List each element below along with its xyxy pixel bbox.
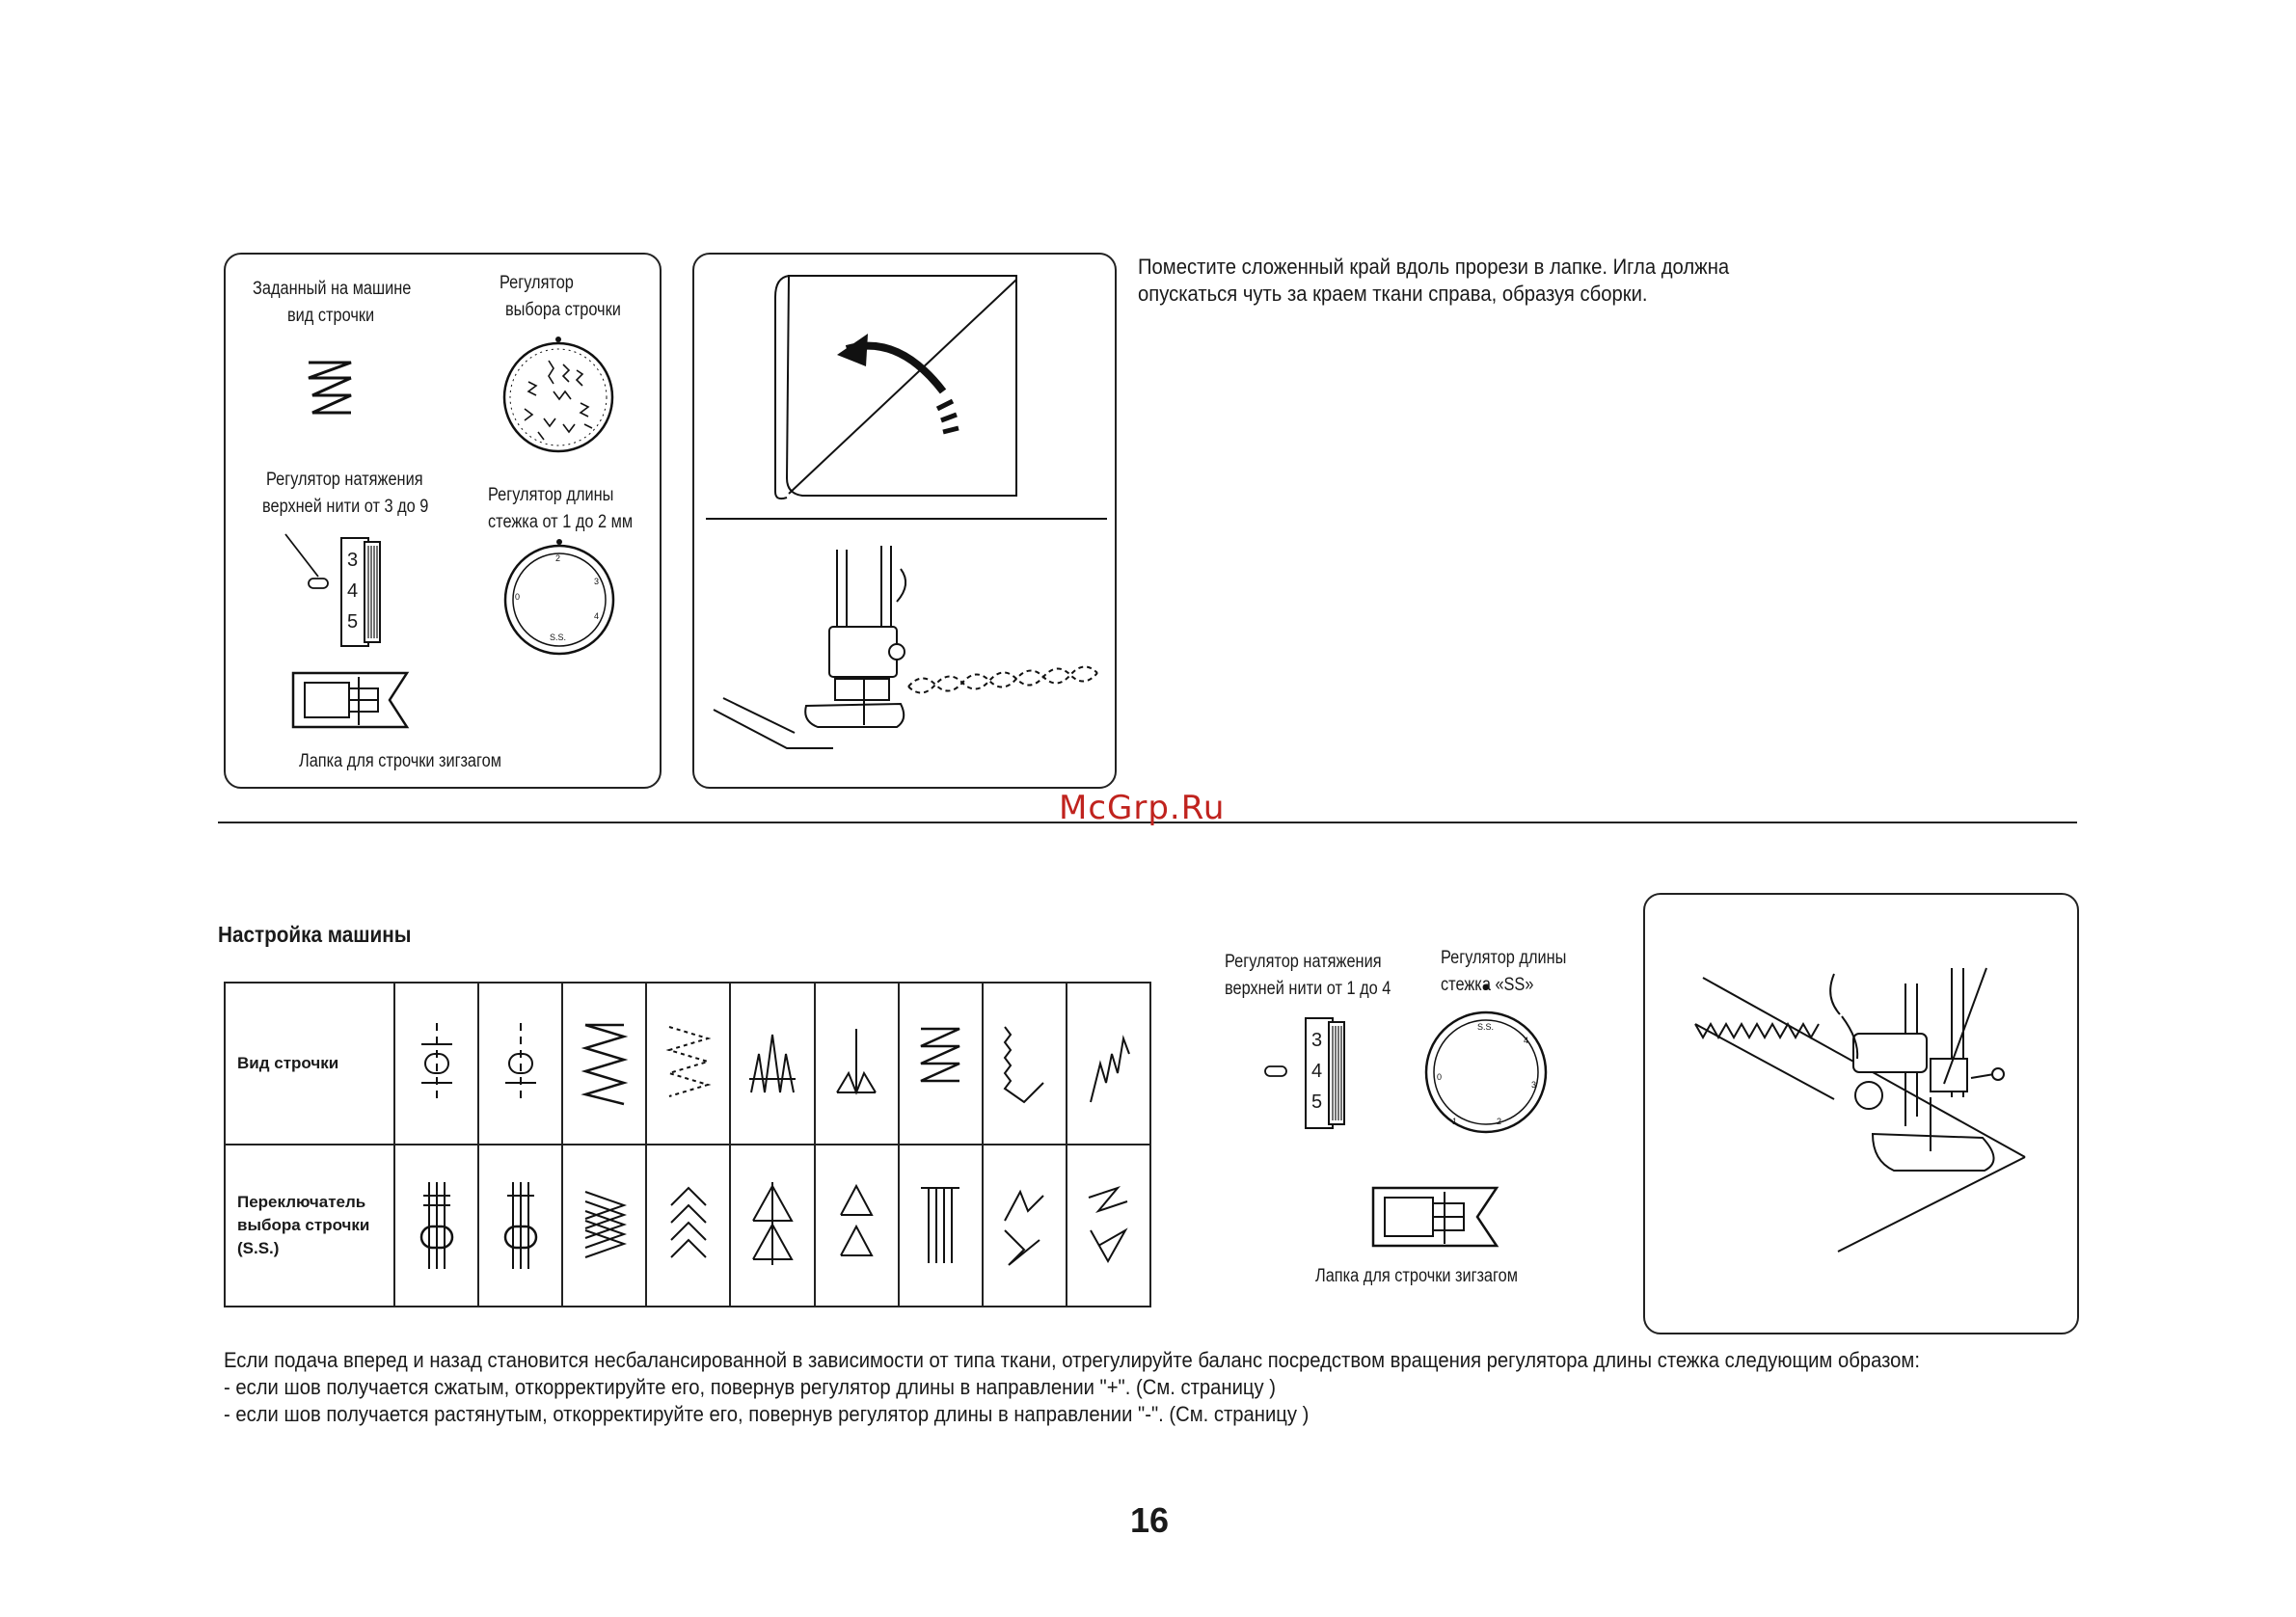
tension-label-line1: Регулятор натяжения xyxy=(266,470,423,490)
fabric-fold-illustration xyxy=(706,275,1107,749)
stitch-selector-label-line1: Регулятор xyxy=(500,273,574,293)
tension-dial-2-number-3: 3 xyxy=(1311,1030,1323,1051)
svg-text:S.S.: S.S. xyxy=(550,633,566,642)
tension-label-2-line2: верхней нити от 1 до 4 xyxy=(1225,979,1391,999)
svg-text:S.S.: S.S. xyxy=(1477,1022,1494,1032)
tension-dial-2-number-5: 5 xyxy=(1311,1091,1323,1113)
settings-heading: Настройка машины xyxy=(218,922,412,947)
stitch-selector-dial-icon xyxy=(502,337,614,453)
preset-stitch-label-line1: Заданный на машине xyxy=(253,279,412,299)
length-label-line2: стежка от 1 до 2 мм xyxy=(488,512,634,532)
tension-dial-number-5: 5 xyxy=(347,611,359,633)
row-ss-selector-label: Переключатель выбора строчки (S.S.) xyxy=(224,1144,395,1307)
preset-stitch-label-line2: вид строчки xyxy=(287,306,375,326)
thread-tension-dial-icon xyxy=(284,533,381,647)
stitch-cell-blind xyxy=(813,982,900,1145)
stitch-cell-feather xyxy=(1065,982,1152,1145)
ss-cell-blind xyxy=(813,1144,900,1307)
row-stitch-type-label: Вид строчки xyxy=(224,982,395,1145)
tension-label-2-line1: Регулятор натяжения xyxy=(1225,952,1382,972)
tension-label-line2: верхней нити от 3 до 9 xyxy=(262,497,429,517)
ss-label-line2: выбора строчки xyxy=(237,1216,370,1234)
zigzag-presser-foot-icon xyxy=(291,671,410,729)
ss-cell-multi-zigzag xyxy=(729,1144,816,1307)
svg-text:0: 0 xyxy=(515,592,520,602)
svg-text:3: 3 xyxy=(1531,1080,1536,1090)
zigzag-foot-label-2: Лапка для строчки зигзагом xyxy=(1315,1266,1518,1286)
thread-tension-dial-icon-2 xyxy=(1264,1017,1345,1129)
svg-text:1: 1 xyxy=(1452,1117,1457,1126)
blind-stitch-icon xyxy=(308,361,352,415)
length-label-line1: Регулятор длины xyxy=(488,485,614,505)
sewing-foot-illustration-panel xyxy=(1643,893,2079,1334)
ss-label-line1: Переключатель xyxy=(237,1193,366,1211)
ss-cell-zigzag xyxy=(561,1144,648,1307)
ss-cell-triple-zigzag xyxy=(897,1144,984,1307)
note-line-2: - если шов получается сжатым, откорректи… xyxy=(224,1375,1276,1399)
instruction-line-1: Поместите сложенный край вдоль прорези в… xyxy=(1138,255,1730,279)
stitch-selector-label-line2: выбора строчки xyxy=(505,300,621,320)
note-line-1: Если подача вперед и назад становится не… xyxy=(224,1348,1920,1372)
ss-cell-feather xyxy=(1065,1144,1152,1307)
length-label-2-line1: Регулятор длины xyxy=(1441,948,1567,968)
sewing-foot-illustration xyxy=(1694,967,2026,1253)
svg-text:0: 0 xyxy=(1437,1072,1442,1082)
tension-dial-number-3: 3 xyxy=(347,550,359,571)
stitch-length-dial-icon: 2 3 4 0S.S. xyxy=(503,539,615,656)
svg-text:4: 4 xyxy=(1524,1036,1528,1045)
ss-cell-shell xyxy=(981,1144,1067,1307)
tension-dial-2-number-4: 4 xyxy=(1311,1061,1323,1082)
stitch-length-dial-icon-2: S.S. 4 3 2 1 0 xyxy=(1424,984,1548,1134)
svg-text:3: 3 xyxy=(594,577,599,586)
machine-settings-panel-top: Заданный на машине вид строчки Регулятор… xyxy=(224,253,662,789)
ss-cell-dotted-zigzag xyxy=(645,1144,732,1307)
folded-edge-illustration-panel xyxy=(692,253,1117,789)
svg-text:2: 2 xyxy=(1497,1117,1501,1126)
stitch-cell-zigzag xyxy=(561,982,648,1145)
section-divider xyxy=(218,822,2077,823)
ss-label-line3: (S.S.) xyxy=(237,1239,280,1257)
note-line-3: - если шов получается растянутым, откорр… xyxy=(224,1402,1310,1426)
stitch-cell-buttonhole-1 xyxy=(392,982,480,1145)
ss-cell-buttonhole-2 xyxy=(477,1144,564,1307)
svg-text:4: 4 xyxy=(594,611,599,621)
stitch-table: Вид строчки Переключатель выбора строчки… xyxy=(224,982,1152,1307)
stitch-cell-dotted-zigzag xyxy=(645,982,732,1145)
svg-text:2: 2 xyxy=(555,553,560,563)
ss-cell-buttonhole-1 xyxy=(392,1144,480,1307)
watermark: McGrp.Ru xyxy=(1059,789,1226,827)
tension-dial-number-4: 4 xyxy=(347,580,359,602)
instruction-line-2: опускаться чуть за краем ткани справа, о… xyxy=(1138,282,1648,306)
page-number: 16 xyxy=(1130,1500,1170,1540)
zigzag-presser-foot-icon-2 xyxy=(1371,1186,1499,1248)
stitch-cell-multi-zigzag xyxy=(729,982,816,1145)
stitch-cell-shell xyxy=(981,982,1067,1145)
stitch-cell-buttonhole-2 xyxy=(477,982,564,1145)
stitch-cell-triple-zigzag xyxy=(897,982,984,1145)
zigzag-foot-label: Лапка для строчки зигзагом xyxy=(299,751,501,771)
